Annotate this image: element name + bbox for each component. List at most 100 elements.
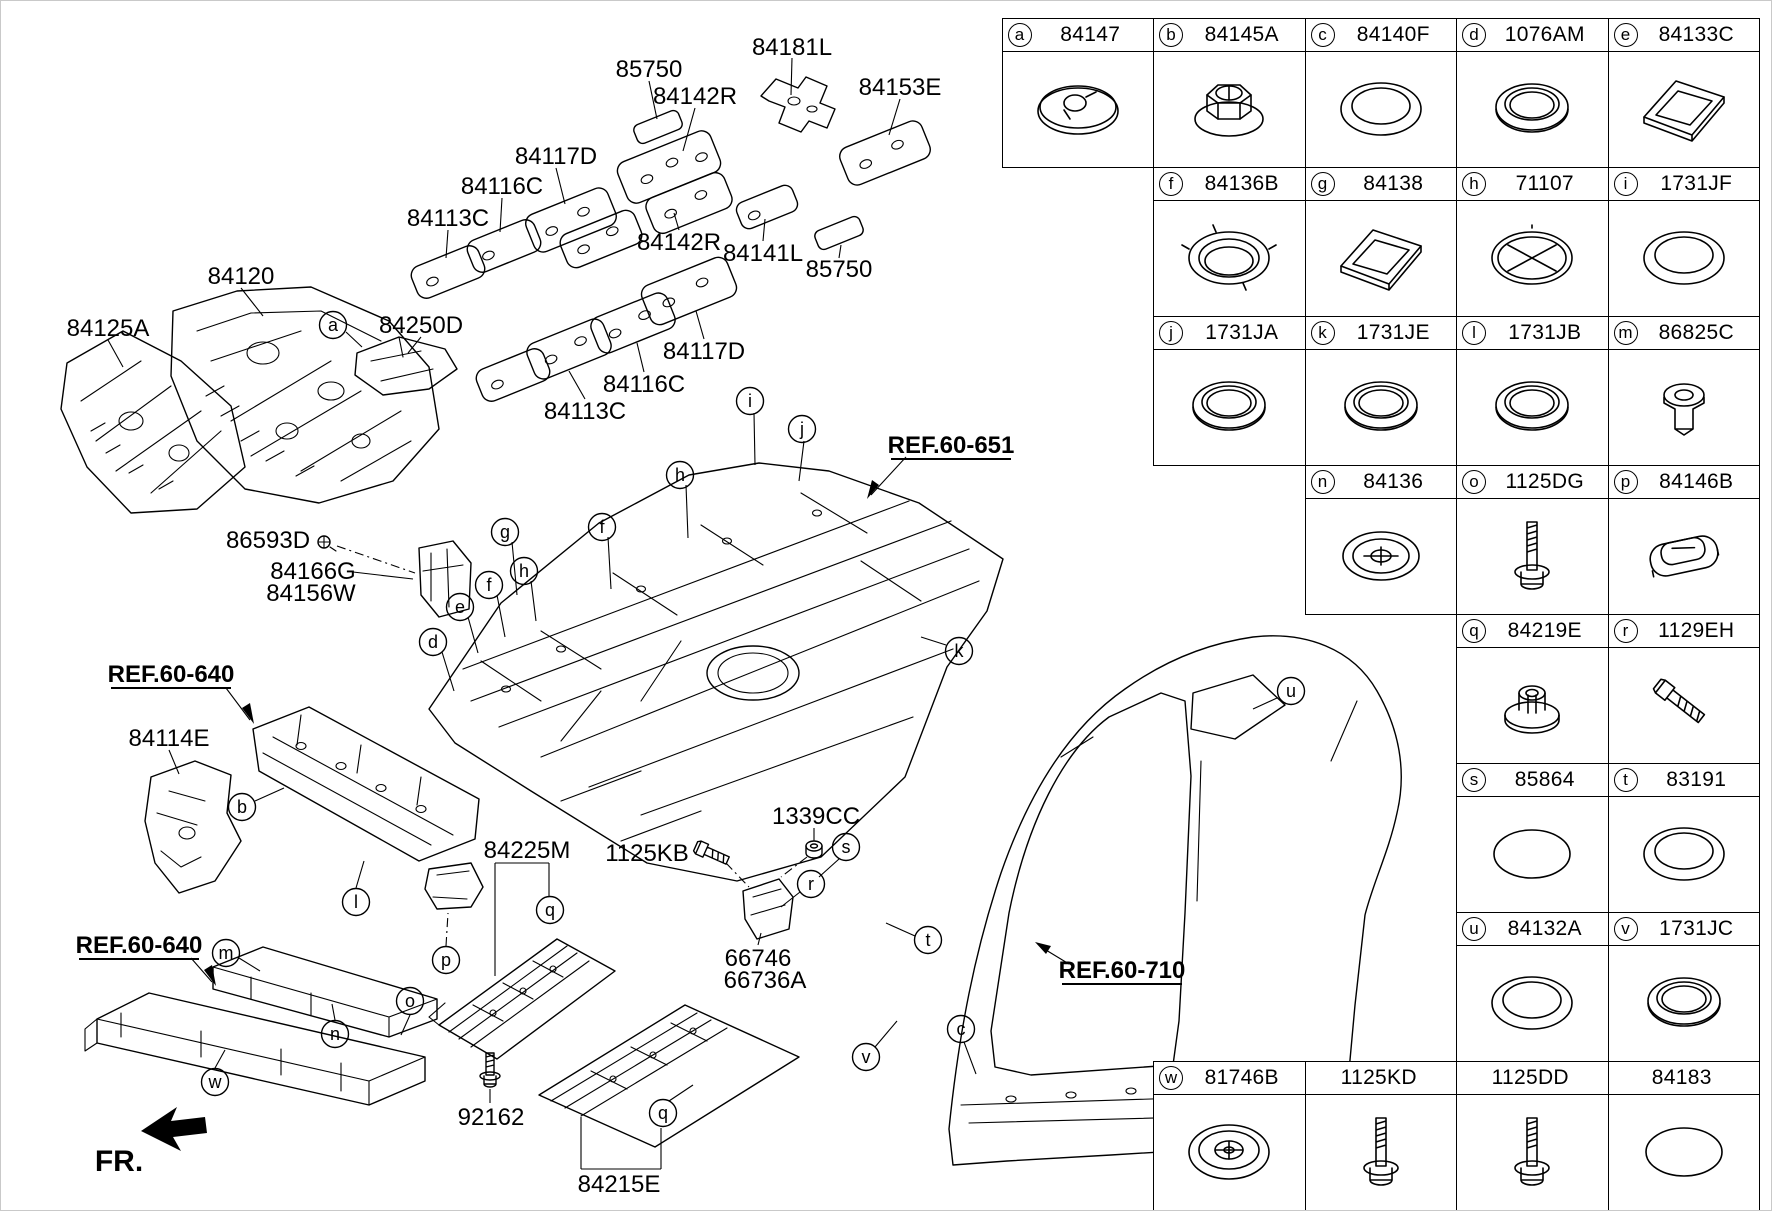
part-number: 71107 (1515, 172, 1574, 195)
callout-letter-badge: u (1462, 917, 1486, 941)
parts-table-cell: o 1125DG (1456, 465, 1609, 615)
part-icon-plugx (1457, 201, 1608, 314)
diagram-callout-i: i (735, 386, 765, 416)
diagram-callout-d: d (418, 627, 448, 657)
part-number: 1731JE (1356, 321, 1430, 344)
part-icon-ring2 (1306, 52, 1457, 165)
part-icon-boltv (1306, 1095, 1457, 1208)
svg-text:g: g (500, 522, 510, 542)
part-number: 84136B (1204, 172, 1279, 195)
part-label: 84225M (484, 837, 571, 864)
parts-table-cell: f 84136B (1153, 167, 1306, 317)
callout-letter-badge: j (1159, 321, 1183, 345)
parts-table-cell: i 1731JF (1607, 167, 1760, 317)
fr-label: FR. (95, 1145, 143, 1178)
under-cover-84215e-drawing (538, 1004, 800, 1148)
svg-text:c: c (957, 1019, 966, 1039)
bolt-92162-glyph (479, 1052, 501, 1088)
diagram-callout-b: b (227, 792, 257, 822)
svg-text:e: e (455, 597, 465, 617)
parts-table-cell: h 71107 (1456, 167, 1609, 317)
part-cell-header: u 84132A (1457, 913, 1608, 946)
diagram-callout-p: p (431, 945, 461, 975)
part-number: 1125DG (1505, 470, 1584, 493)
diagram-callout-w: w (200, 1067, 230, 1097)
callout-letter-badge: n (1310, 470, 1335, 494)
svg-text:v: v (862, 1047, 871, 1067)
part-number: 1125DD (1491, 1066, 1569, 1089)
part-label: 84141L (723, 240, 803, 267)
part-icon-pad (1609, 1095, 1760, 1208)
svg-text:j: j (799, 419, 804, 439)
part-label: 85750 (616, 56, 683, 83)
part-label: 84120 (208, 263, 275, 290)
part-label: 66746 (725, 945, 792, 972)
cowl-bracket-84250d-drawing (354, 336, 458, 396)
svg-text:f: f (599, 517, 605, 537)
callout-letter-badge: i (1613, 172, 1638, 196)
callout-letter-badge: a (1007, 23, 1032, 47)
svg-text:q: q (545, 900, 555, 920)
diagram-callout-q: q (535, 895, 565, 925)
part-cell-header: 1125DD (1457, 1062, 1608, 1095)
part-number: 84132A (1507, 917, 1582, 940)
reference-label: REF.60-640 (108, 661, 235, 688)
svg-text:n: n (330, 1024, 340, 1044)
part-number: 84145A (1204, 23, 1279, 46)
diagram-callout-u: u (1276, 676, 1306, 706)
fr-arrow-icon (141, 1107, 207, 1151)
diagram-callout-h: h (509, 556, 539, 586)
diagram-callout-e: e (445, 592, 475, 622)
callout-letter-badge: h (1462, 172, 1486, 196)
leader-lines (107, 57, 1278, 1170)
part-icon-ring3 (1154, 350, 1305, 463)
part-cell-header: i 1731JF (1608, 168, 1759, 201)
diagram-callout-c: c (946, 1014, 976, 1044)
part-number: 1076AM (1504, 23, 1585, 46)
part-cell-header: e 84133C (1608, 19, 1759, 52)
part-number: 84146B (1659, 470, 1734, 493)
diagram-callout-t: t (913, 925, 943, 955)
parts-table-cell: 84183 (1607, 1061, 1760, 1210)
callout-letter-badge: v (1613, 917, 1638, 941)
callout-letter-badge: c (1310, 23, 1335, 47)
part-number: 84133C (1658, 23, 1734, 46)
part-number: 85864 (1514, 768, 1575, 791)
part-icon-ring2 (1457, 946, 1608, 1059)
callout-letter-badge: e (1613, 23, 1638, 47)
diagram-callout-g: g (490, 517, 520, 547)
part-number: 1731JF (1660, 172, 1733, 195)
part-label: 66736A (724, 967, 807, 994)
part-label: 84116C (603, 371, 685, 398)
svg-text:f: f (486, 575, 492, 595)
under-cover-84225m-drawing (428, 938, 616, 1060)
callout-letter-badge: f (1159, 172, 1183, 196)
part-number: 1731JC (1659, 917, 1734, 940)
svg-text:h: h (519, 561, 529, 581)
part-number: 83191 (1666, 768, 1727, 791)
diagram-callout-l: l (341, 887, 371, 917)
bolt-1125kb-glyph (692, 840, 730, 865)
bracket-66746-drawing (742, 878, 794, 940)
part-label: 84215E (578, 1171, 661, 1198)
part-icon-ring3 (1457, 52, 1608, 165)
callout-letter-badge: o (1462, 470, 1486, 494)
part-number: 81746B (1204, 1066, 1279, 1089)
